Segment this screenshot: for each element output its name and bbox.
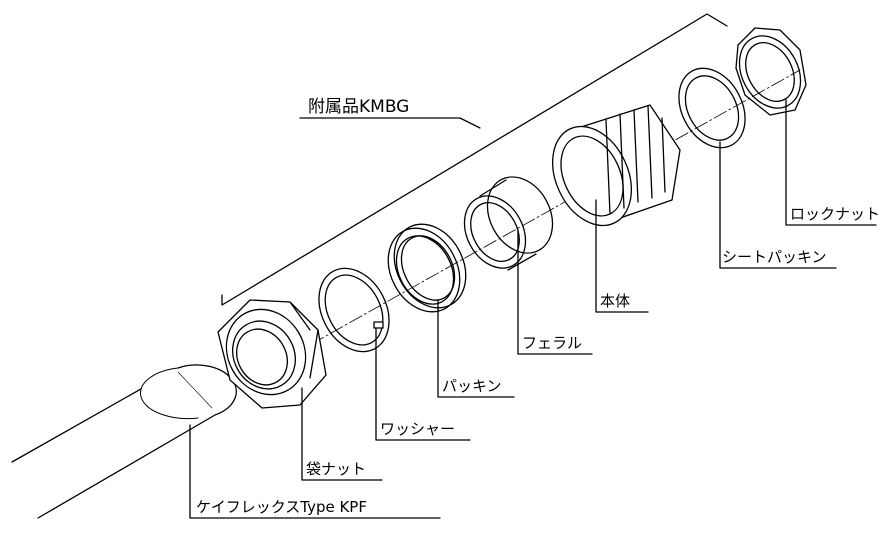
label-conduit: ケイフレックスType KPF	[196, 498, 367, 516]
ferrule	[463, 176, 554, 271]
leader-accessory	[299, 117, 481, 129]
cap-nut	[217, 299, 327, 409]
flexible-conduit	[11, 364, 237, 519]
label-lock-nut: ロックナット	[790, 205, 879, 223]
label-seat-packing: シートパッキン	[722, 248, 827, 266]
leader-seat-packing	[719, 141, 837, 269]
leader-lock-nut	[785, 99, 877, 226]
label-cap-nut: 袋ナット	[306, 460, 366, 478]
leader-body	[595, 199, 649, 313]
label-washer: ワッシャー	[380, 420, 455, 438]
label-ferrule: フェラル	[522, 334, 582, 352]
label-accessory-set: 附属品KMBG	[308, 97, 409, 117]
seat-packing	[678, 67, 746, 149]
leader-cap-nut	[301, 387, 383, 481]
label-packing: パッキン	[442, 377, 502, 395]
packing	[387, 223, 467, 313]
leader-packing	[437, 299, 515, 398]
center-axis	[291, 69, 801, 356]
leader-ferrule	[517, 229, 593, 355]
body-fitting	[552, 104, 681, 227]
lock-nut	[735, 27, 807, 116]
washer	[318, 267, 390, 353]
leader-conduit	[189, 424, 441, 519]
leader-washer	[375, 327, 471, 441]
accessory-bracket	[221, 13, 728, 306]
label-body: 本体	[600, 292, 630, 310]
